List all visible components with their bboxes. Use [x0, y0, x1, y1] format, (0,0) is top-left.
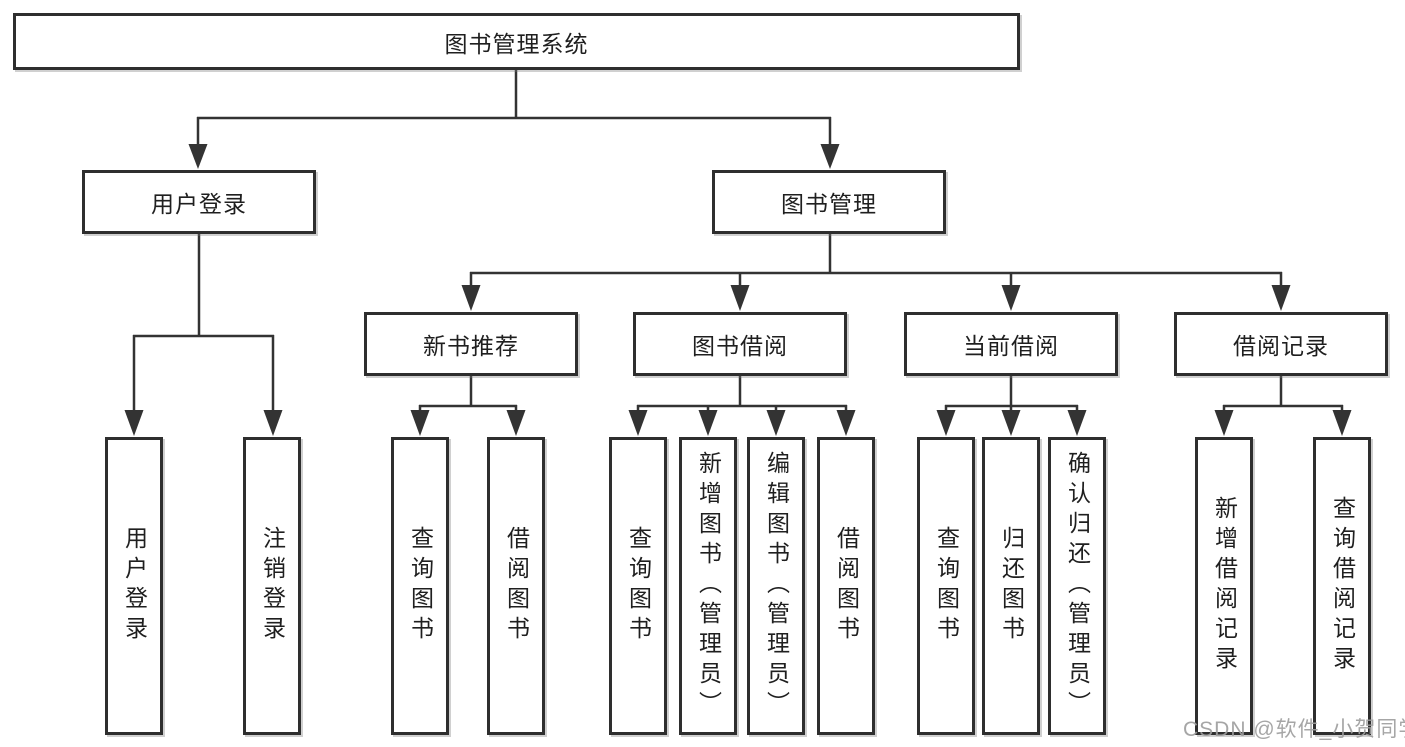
leaf-borrow-borrow-books: 借阅图书	[817, 437, 875, 735]
arrowhead-icon	[410, 410, 430, 436]
connector-login-to-leaves	[124, 234, 283, 436]
arrowhead-icon	[124, 410, 144, 436]
connector-records-to-leaves	[1214, 376, 1352, 436]
arrowhead-icon	[1067, 410, 1087, 436]
node-label: 图书借阅	[692, 333, 788, 359]
arrowhead-icon	[820, 144, 840, 169]
arrowhead-icon	[698, 410, 718, 436]
node-borrowing-records: 借阅记录	[1174, 312, 1388, 376]
leaf-newrec-borrow-books: 借阅图书	[487, 437, 545, 735]
node-label: 用户登录	[151, 191, 247, 217]
node-label: 图书管理	[781, 191, 877, 217]
arrowhead-icon	[1001, 285, 1021, 311]
node-label: 注销登录	[259, 526, 286, 646]
leaf-borrow-query-books: 查询图书	[609, 437, 667, 735]
node-label: 查询图书	[933, 526, 960, 646]
node-label: 新书推荐	[423, 333, 519, 359]
arrowhead-icon	[506, 410, 526, 436]
node-label: 借阅记录	[1233, 333, 1329, 359]
arrowhead-icon	[766, 410, 786, 436]
leaf-borrow-edit-books-admin: 编辑图书（管理员）	[747, 437, 805, 735]
leaf-records-add-record: 新增借阅记录	[1195, 437, 1253, 735]
connector-newrec-to-leaves	[410, 376, 526, 436]
connector-root-to-level2	[188, 70, 840, 169]
leaf-current-query-books: 查询图书	[917, 437, 975, 735]
arrowhead-icon	[1271, 285, 1291, 311]
node-label: 归还图书	[998, 526, 1025, 646]
node-label: 借阅图书	[833, 526, 860, 646]
leaf-records-query-record: 查询借阅记录	[1313, 437, 1371, 735]
node-label: 新增借阅记录	[1211, 496, 1238, 676]
node-label: 新增图书（管理员）	[695, 451, 722, 721]
node-user-login: 用户登录	[82, 170, 316, 234]
node-label: 借阅图书	[503, 526, 530, 646]
arrowhead-icon	[461, 285, 481, 311]
connector-current-to-leaves	[936, 376, 1087, 436]
arrowhead-icon	[1214, 410, 1234, 436]
leaf-user-login: 用户登录	[105, 437, 163, 735]
arrowhead-icon	[836, 410, 856, 436]
node-root-system: 图书管理系统	[13, 13, 1020, 70]
leaf-borrow-add-books-admin: 新增图书（管理员）	[679, 437, 737, 735]
arrowhead-icon	[1001, 410, 1021, 436]
node-label: 图书管理系统	[444, 30, 589, 57]
csdn-watermark: CSDN @软件_小贺同学	[1183, 718, 1405, 741]
arrowhead-icon	[936, 410, 956, 436]
connector-borrow-to-leaves	[628, 376, 856, 436]
node-book-borrowing: 图书借阅	[633, 312, 847, 376]
arrowhead-icon	[628, 410, 648, 436]
leaf-current-confirm-return-admin: 确认归还（管理员）	[1048, 437, 1106, 735]
node-new-book-recommend: 新书推荐	[364, 312, 578, 376]
node-label: 查询图书	[407, 526, 434, 646]
arrowhead-icon	[1332, 410, 1352, 436]
node-label: 当前借阅	[963, 333, 1059, 359]
leaf-current-return-books: 归还图书	[982, 437, 1040, 735]
node-label: 确认归还（管理员）	[1064, 451, 1091, 721]
node-current-borrowing: 当前借阅	[904, 312, 1118, 376]
leaf-newrec-query-books: 查询图书	[391, 437, 449, 735]
arrowhead-icon	[263, 410, 283, 436]
node-book-management: 图书管理	[712, 170, 946, 234]
node-label: 查询图书	[625, 526, 652, 646]
node-label: 编辑图书（管理员）	[763, 451, 790, 721]
arrowhead-icon	[730, 285, 750, 311]
node-label: 查询借阅记录	[1329, 496, 1356, 676]
connector-mgmt-to-level3	[461, 234, 1291, 311]
node-label: 用户登录	[121, 526, 148, 646]
leaf-logout: 注销登录	[243, 437, 301, 735]
arrowhead-icon	[188, 144, 208, 169]
